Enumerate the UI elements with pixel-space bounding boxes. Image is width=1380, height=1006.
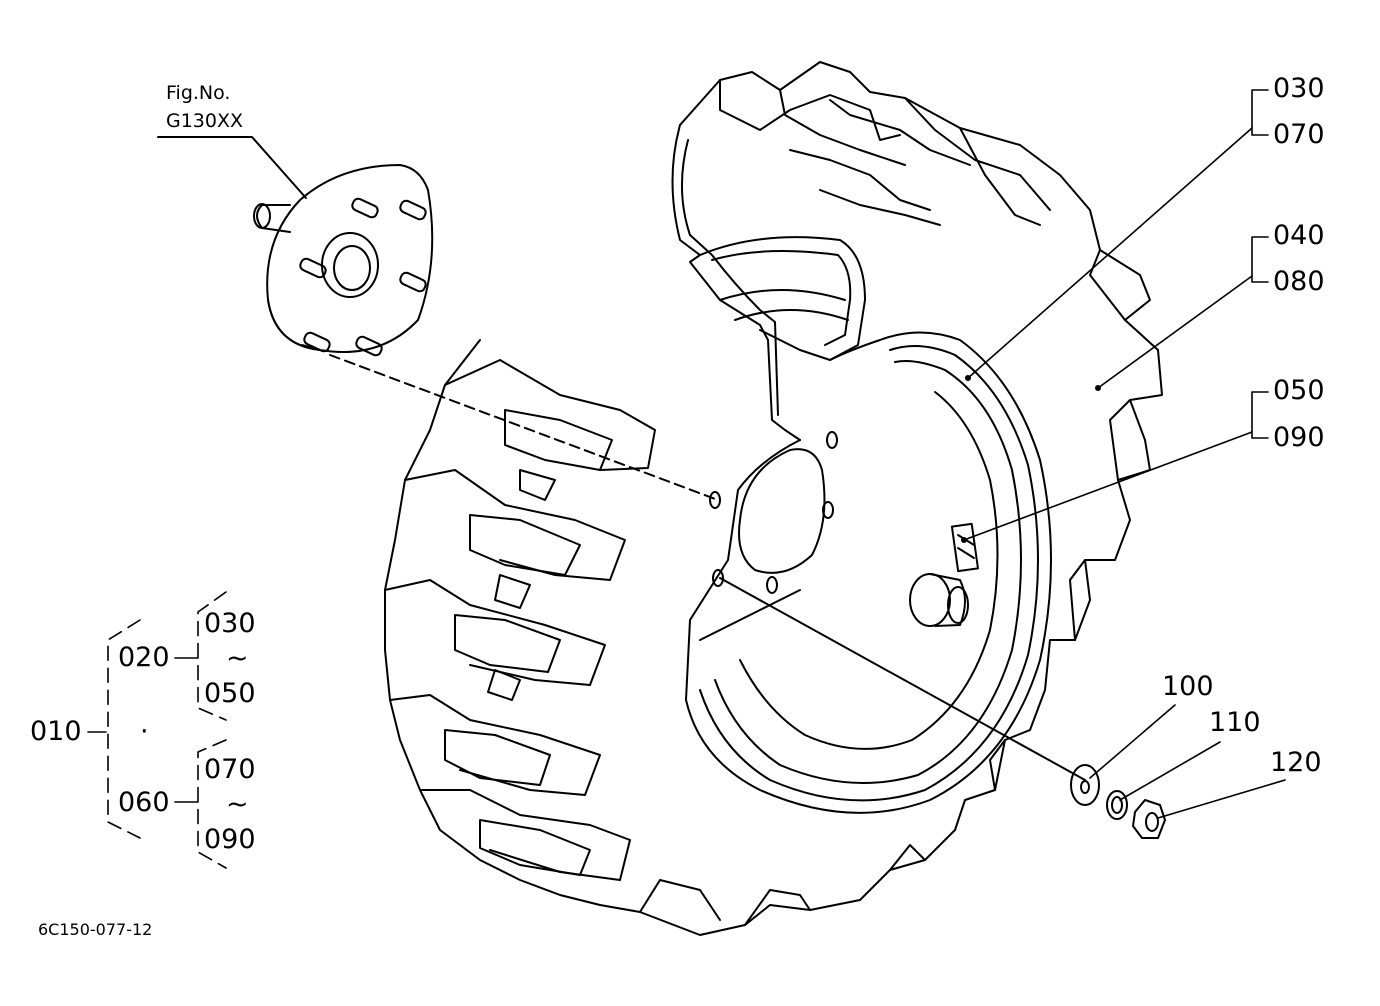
tree-tilde-b: ~ (226, 789, 249, 820)
fig-no-value: G130XX (166, 110, 244, 132)
spring-washer (1106, 790, 1128, 820)
wheel-rim (685, 331, 1052, 814)
tree-020: 020 (118, 642, 170, 673)
tire-cross-section (671, 124, 866, 441)
fig-no-label: Fig.No. (166, 82, 231, 104)
axis-solid (719, 577, 1086, 781)
wheel-studs (299, 197, 427, 357)
drawing-code: 6C150-077-12 (38, 920, 153, 939)
callout-070: 070 (1273, 119, 1325, 150)
hex-nut (1132, 799, 1166, 839)
callout-110: 110 (1209, 707, 1261, 738)
callout-dots (961, 375, 1101, 543)
tree-dot: · (140, 716, 149, 747)
callout-090: 090 (1273, 422, 1325, 453)
hub-flange (253, 164, 434, 357)
callout-100: 100 (1162, 671, 1214, 702)
callout-040: 040 (1273, 220, 1325, 251)
tree-tilde-a: ~ (226, 643, 249, 674)
callout-120: 120 (1270, 747, 1322, 778)
tree-root-010: 010 (30, 716, 82, 747)
tree-090: 090 (204, 824, 256, 855)
tire (384, 61, 1163, 936)
washer (1070, 764, 1100, 806)
tree-030: 030 (204, 608, 256, 639)
callout-080: 080 (1273, 266, 1325, 297)
callout-030: 030 (1273, 73, 1325, 104)
tree-070: 070 (204, 754, 256, 785)
tree-050: 050 (204, 678, 256, 709)
callout-leaders (963, 89, 1286, 819)
part-tree-lines (87, 591, 227, 869)
fig-ref-leader (251, 136, 307, 199)
valve-stem (909, 522, 979, 627)
tree-060: 060 (118, 787, 170, 818)
axis-dashed (329, 354, 719, 501)
callout-050: 050 (1273, 375, 1325, 406)
